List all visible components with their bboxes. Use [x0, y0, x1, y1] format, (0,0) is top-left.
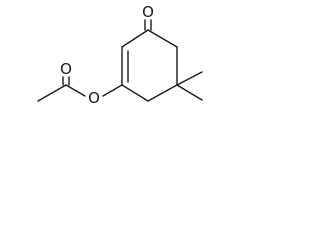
bond-o-acyl: [65, 84, 86, 97]
bond-c6-c1: [147, 29, 178, 48]
structure-svg: O O O: [37, 3, 203, 107]
ketone-oxygen-label: O: [142, 3, 154, 21]
bond-c3-c4: [121, 84, 149, 102]
bond-methyl-1: [176, 71, 203, 86]
bond-c3-o: [102, 84, 123, 97]
bond-methyl-2: [176, 84, 203, 101]
bond-c4-c5: [147, 84, 178, 102]
ester-oxygen-label: O: [88, 89, 100, 107]
bond-acyl-methyl: [37, 84, 67, 102]
carbonyl-oxygen-label: O: [60, 60, 72, 78]
structure-diagram: O O O: [0, 0, 220, 148]
bond-c1-c2: [121, 29, 149, 48]
